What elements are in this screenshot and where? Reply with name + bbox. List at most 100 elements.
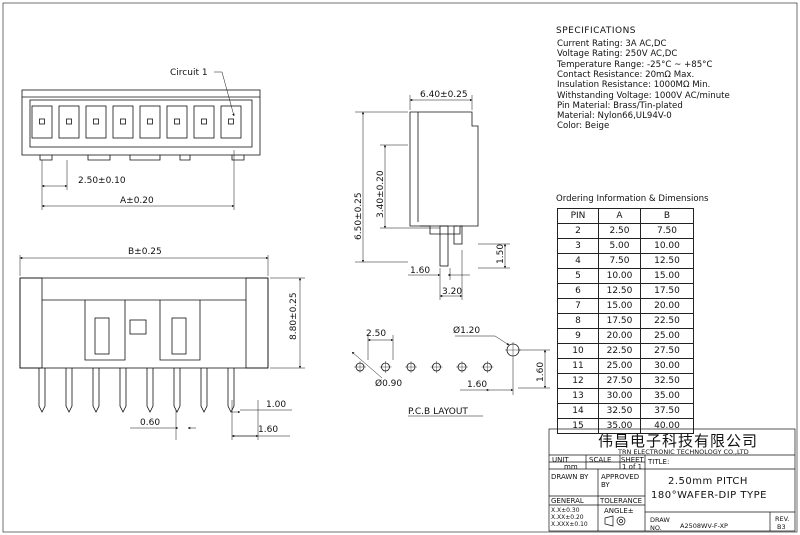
sheet-label: SHEET: [621, 456, 644, 464]
tolerance-3: X.XXX±0.10: [551, 521, 588, 528]
table-cell: 15.00: [640, 268, 694, 284]
table-cell: 30.00: [640, 358, 694, 374]
table-cell: 37.50: [640, 403, 694, 419]
table-cell: 20.00: [640, 298, 694, 314]
pcb-layout: [351, 335, 550, 417]
side-160-label: 1.60: [410, 266, 430, 276]
table-cell: 11: [557, 358, 599, 374]
pin-lead: [92, 368, 100, 413]
company-name-en: TRN ELECTRONIC TECHNOLOGY CO.,LTD: [618, 448, 749, 456]
table-cell: 12.50: [640, 253, 694, 269]
table-cell: 13: [557, 388, 599, 404]
table-cell: 27.50: [640, 343, 694, 359]
general-label: GENERAL: [551, 497, 584, 505]
side-320-label: 3.20: [442, 287, 462, 297]
draw-no-value: A2508WV-F-XP: [680, 522, 728, 530]
pin-cavity: [112, 105, 134, 139]
table-cell: 2: [557, 223, 599, 239]
spec-line: Temperature Range: -25°C ~ +85°C: [557, 59, 713, 70]
table-cell: 20.00: [598, 328, 641, 344]
rev-label: REV.: [775, 515, 790, 523]
table-cell: 4: [557, 253, 599, 269]
front-100-label: 1.00: [266, 400, 286, 410]
table-cell: 7: [557, 298, 599, 314]
table-cell: 22.50: [598, 343, 641, 359]
pcb-layout-label: P.C.B LAYOUT: [408, 407, 468, 417]
front-160-label: 1.60: [258, 425, 278, 435]
pin-square: [120, 118, 126, 125]
table-cell: 17.50: [640, 283, 694, 299]
pitch-dim-label: 2.50±0.10: [78, 176, 126, 186]
b-dim-label: B±0.25: [128, 247, 162, 257]
pin-cavity: [85, 105, 107, 139]
spec-line: Material: Nylon66,UL94V-0: [557, 111, 672, 122]
pin-lead: [173, 368, 181, 413]
pin-square: [39, 118, 45, 125]
height-340-label: 3.40±0.20: [376, 170, 386, 218]
pin-cavity: [220, 105, 242, 139]
front-060-label: 0.60: [140, 418, 160, 428]
projection-symbol-icon: [604, 515, 626, 527]
pcb-120-label: Ø1.20: [453, 325, 480, 336]
table-cell: 25.00: [598, 358, 641, 374]
tolerance-1: X.X±0.30: [551, 507, 580, 514]
spec-line: Contact Resistance: 20mΩ Max.: [557, 69, 695, 80]
table-cell: 10.00: [598, 268, 641, 284]
circuit1-label: Circuit 1: [170, 68, 208, 78]
table-cell: 22.50: [640, 313, 694, 329]
title-line-1: 2.50mm PITCH: [668, 476, 748, 487]
spec-line: Color: Beige: [557, 121, 610, 132]
rev-value: B3: [777, 523, 786, 531]
pin-square: [93, 118, 99, 125]
angle-label: ANGLE±: [604, 507, 634, 515]
table-cell: 15.00: [598, 298, 641, 314]
pcb-250-label: 2.50: [366, 329, 386, 339]
table-cell: 3: [557, 238, 599, 254]
scale-label: SCALE: [589, 456, 612, 464]
title-line-2: 180°WAFER-DIP TYPE: [651, 490, 767, 501]
table-cell: 32.50: [598, 403, 641, 419]
spec-line: Insulation Resistance: 1000MΩ Min.: [557, 80, 711, 91]
table-cell: 30.00: [598, 388, 641, 404]
pin-cavity: [58, 105, 80, 139]
approved-by-label: APPROVED BY: [601, 473, 640, 489]
spec-line: Current Rating: 3A AC,DC: [557, 39, 667, 49]
title-label: TITLE:: [648, 458, 670, 466]
pcb-090-label: Ø0.90: [375, 378, 402, 389]
table-cell: 6: [557, 283, 599, 299]
unit-label: UNIT: [552, 456, 569, 464]
pin-lead: [65, 368, 73, 413]
table-cell: 10.00: [640, 238, 694, 254]
table-cell: 27.50: [598, 373, 641, 389]
table-cell: 15: [557, 418, 599, 434]
draw-no-label: DRAW NO.: [650, 516, 670, 532]
front-view: [19, 255, 305, 440]
table-cell: 32.50: [640, 373, 694, 389]
pcb-160v-label: 1.60: [536, 362, 546, 382]
ordering-header-cell: PIN: [557, 208, 599, 224]
side-150-label: 1.50: [496, 244, 506, 264]
table-cell: 10: [557, 343, 599, 359]
pin-square: [174, 118, 180, 125]
table-cell: 7.50: [598, 253, 641, 269]
height-880-label: 8.80±0.25: [289, 292, 299, 340]
spec-line: Voltage Rating: 250V AC,DC: [557, 49, 678, 60]
pcb-160h-label: 1.60: [467, 380, 487, 390]
ordering-heading: Ordering Information & Dimensions: [556, 194, 709, 204]
table-cell: 9: [557, 328, 599, 344]
